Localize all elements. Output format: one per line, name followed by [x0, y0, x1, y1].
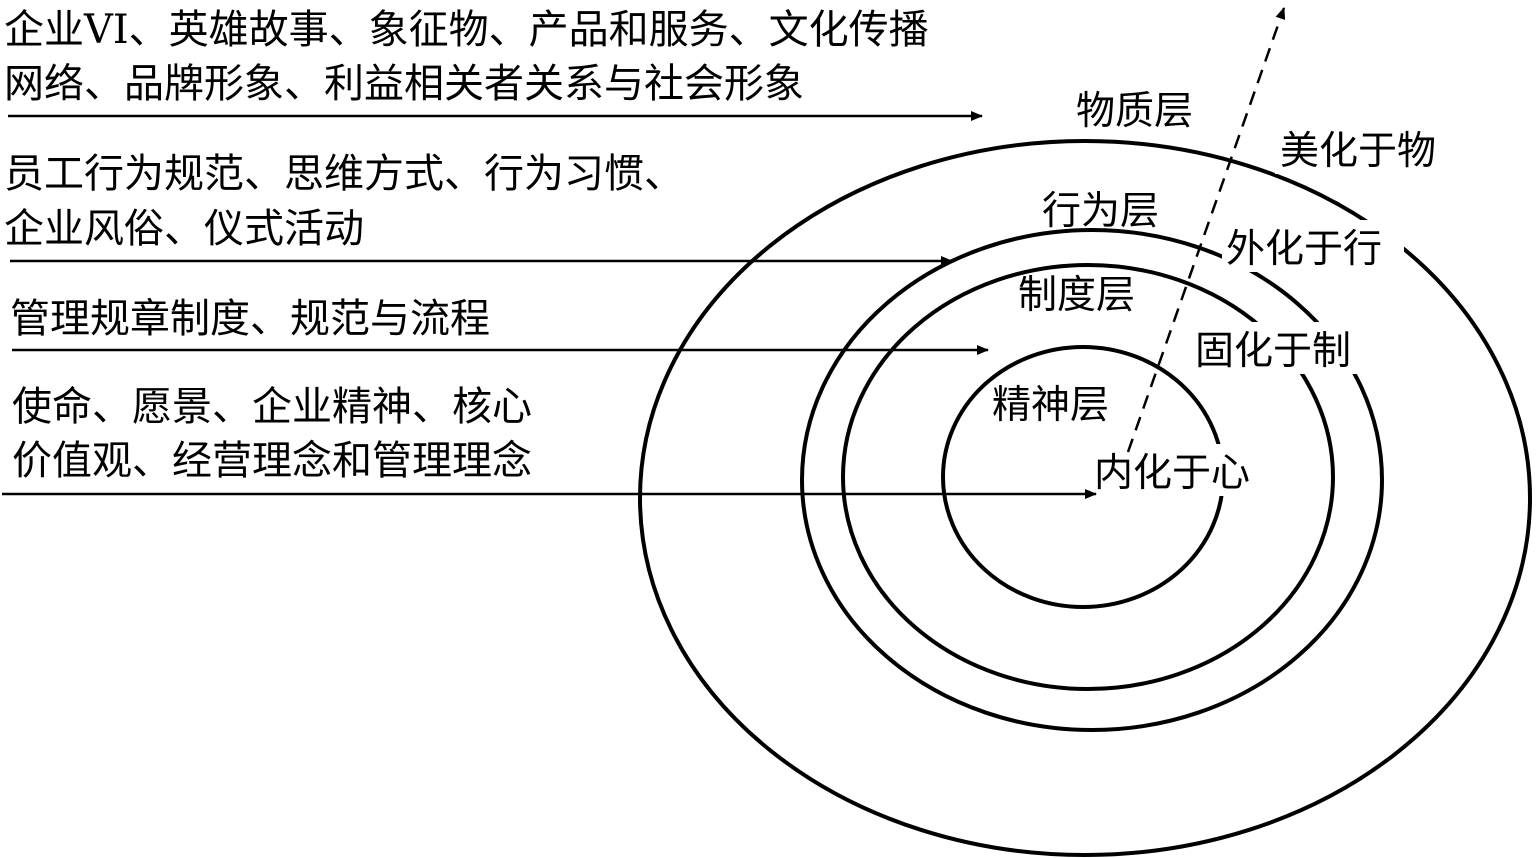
desc-behavior-line1: 员工行为规范、思维方式、行为习惯、 — [4, 151, 684, 197]
ring-system — [841, 263, 1335, 691]
desc-material-line1: 企业VI、英雄故事、象征物、产品和服务、文化传播 — [4, 7, 929, 53]
layer-spirit-label: 精神层 — [992, 383, 1109, 428]
label-mask-internalize — [1090, 444, 1268, 496]
desc-behavior-line2: 企业风俗、仪式活动 — [4, 206, 364, 252]
label-mask-externalize — [1222, 220, 1404, 272]
ring-behavior — [800, 228, 1384, 732]
layer-behavior-label: 行为层 — [1042, 189, 1159, 234]
process-internalize-label: 内化于心 — [1094, 451, 1250, 496]
desc-material-line2: 网络、品牌形象、利益相关者关系与社会形象 — [4, 61, 804, 107]
desc-spirit-line2: 价值观、经营理念和管理理念 — [12, 438, 532, 484]
outer-ring-material — [638, 139, 1532, 857]
process-externalize-label: 外化于行 — [1226, 227, 1382, 272]
label-mask-beautify — [1275, 122, 1455, 174]
desc-system-line1: 管理规章制度、规范与流程 — [10, 296, 490, 342]
layer-material-label: 物质层 — [1076, 89, 1193, 134]
progression-dashed-arrow — [1126, 7, 1286, 453]
process-solidify-label: 固化于制 — [1195, 329, 1351, 374]
label-mask-solidify — [1192, 322, 1370, 374]
desc-spirit-line1: 使命、愿景、企业精神、核心 — [12, 384, 532, 430]
layer-system-label: 制度层 — [1018, 273, 1135, 318]
process-beautify-label: 美化于物 — [1280, 129, 1436, 174]
